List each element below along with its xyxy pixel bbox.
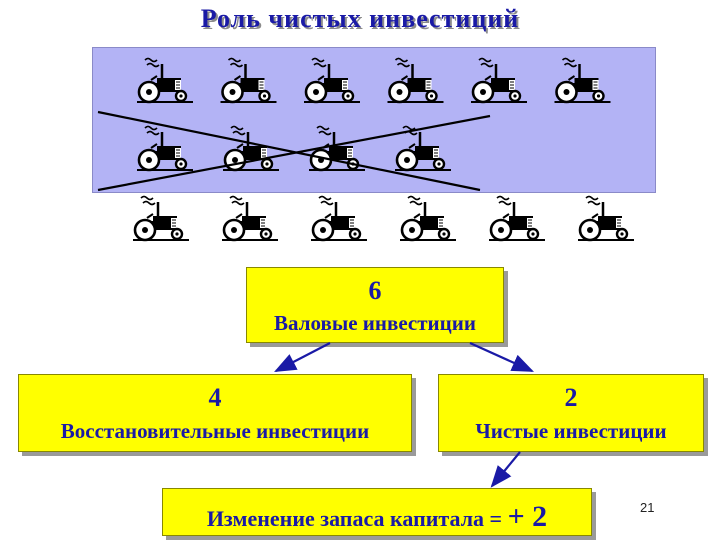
- cross-line-1: [97, 110, 481, 192]
- page-number: 21: [640, 500, 655, 515]
- net-investment-number: 2: [564, 383, 578, 412]
- tractor-icon: [220, 195, 280, 242]
- replacement-investment-number: 4: [208, 383, 222, 412]
- net-investment-box: 2 Чистые инвестиции: [438, 374, 704, 452]
- cross-line-2: [97, 114, 491, 192]
- replacement-investment-box: 4 Восстановительные инвестиции: [18, 374, 412, 452]
- gross-investment-number: 6: [368, 276, 382, 305]
- tractor-icon: [386, 57, 445, 104]
- gross-investment-label: Валовые инвестиции: [274, 311, 476, 335]
- tractor-icon: [135, 125, 195, 172]
- tractor-icon: [302, 57, 362, 104]
- tractor-icon: [398, 195, 458, 242]
- tractor-icon: [135, 57, 195, 104]
- capital-change-box: Изменение запаса капитала = + 2: [162, 488, 592, 536]
- tractor-icon: [131, 195, 191, 242]
- tractor-icon: [487, 195, 547, 242]
- tractor-icon: [576, 195, 636, 242]
- capital-change-value: + 2: [507, 500, 548, 533]
- net-investment-label: Чистые инвестиции: [475, 419, 667, 443]
- replacement-investment-label: Восстановительные инвестиции: [60, 419, 370, 443]
- gross-investment-box: 6 Валовые инвестиции: [246, 267, 504, 343]
- tractor-icon: [309, 195, 369, 242]
- capital-change-label: Изменение запаса капитала =: [206, 506, 508, 531]
- tractor-icon: [553, 57, 612, 104]
- tractor-icon: [219, 57, 278, 104]
- slide-title: Роль чистых инвестиций: [200, 4, 520, 33]
- tractor-icon: [469, 57, 529, 104]
